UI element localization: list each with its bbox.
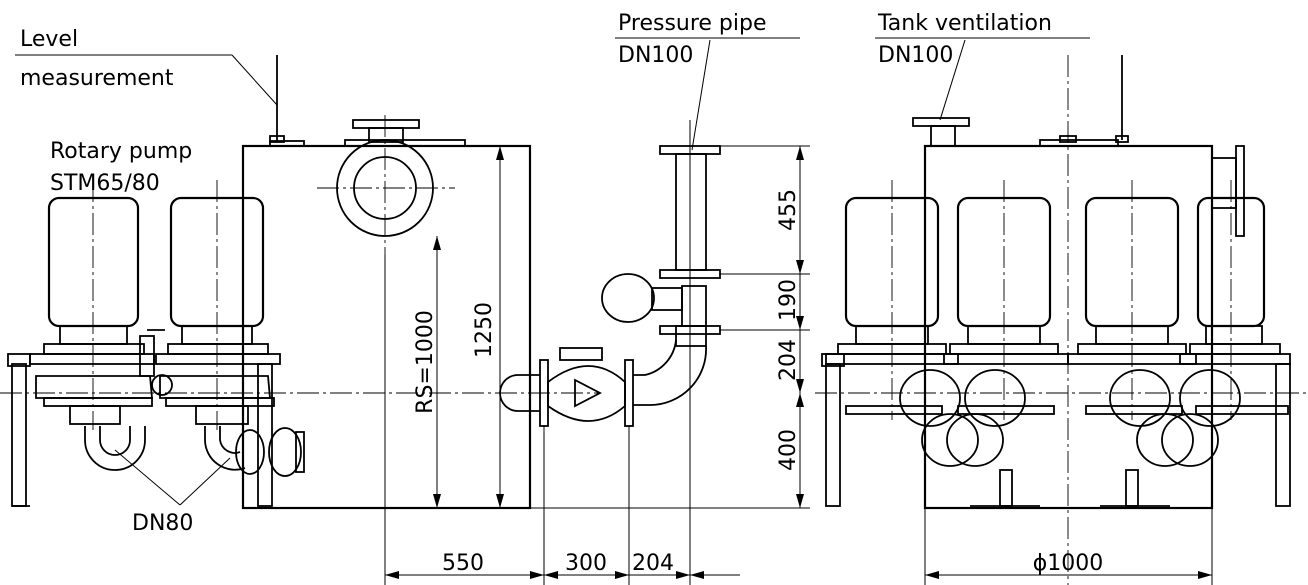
dim-1250: 1250 [472, 302, 497, 358]
dimensions: 1250 RS=1000 455 190 204 400 550 300 204 [385, 145, 1213, 585]
rotary-pump-1 [29, 180, 155, 430]
dim-300: 300 [565, 551, 607, 576]
dim-204-vertical: 204 [776, 339, 801, 381]
pressure-pipe-assembly [499, 120, 721, 585]
labels: Level measurement Rotary pump STM65/80 P… [15, 11, 1090, 536]
tank-ventilation-flange [912, 117, 970, 127]
label-level: Level [20, 27, 78, 52]
dim-204-horizontal: 204 [632, 551, 674, 576]
rotary-pump-2 [155, 180, 281, 430]
label-rotary-pump: Rotary pump [50, 139, 192, 164]
dim-455: 455 [776, 189, 801, 231]
front-view [815, 55, 1308, 585]
dim-190: 190 [776, 279, 801, 321]
dim-550: 550 [442, 551, 484, 576]
dim-phi1000: ϕ1000 [1033, 551, 1104, 576]
label-ventilation-dn: DN100 [878, 43, 953, 68]
label-pump-model: STM65/80 [50, 171, 160, 196]
label-tank-ventilation: Tank ventilation [877, 11, 1052, 36]
label-pressure-dn: DN100 [618, 43, 693, 68]
label-dn80: DN80 [132, 511, 193, 536]
side-view [0, 55, 721, 585]
label-measurement: measurement [20, 66, 174, 91]
label-pressure-pipe: Pressure pipe [618, 11, 767, 36]
dim-400: 400 [776, 429, 801, 471]
dim-rs1000: RS=1000 [413, 310, 438, 414]
